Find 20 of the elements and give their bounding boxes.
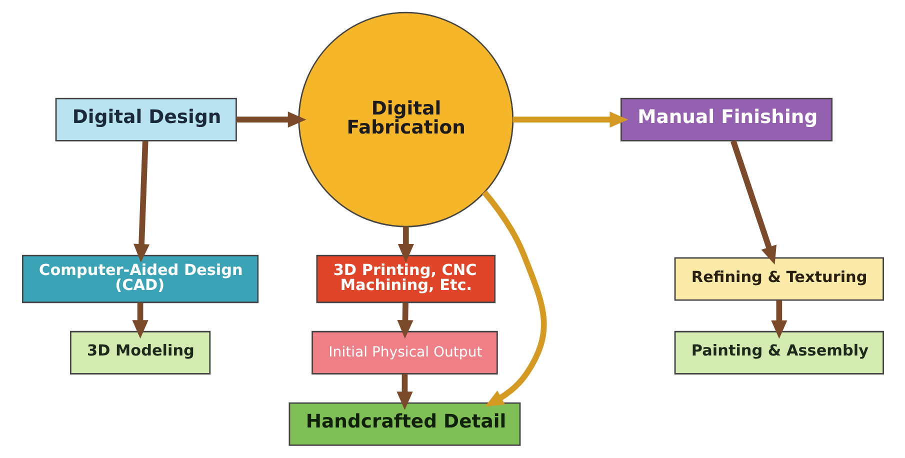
node-box: Initial Physical Output xyxy=(311,330,498,374)
arrow xyxy=(132,140,150,262)
node-box: Painting & Assembly xyxy=(674,330,884,374)
arrow xyxy=(770,300,787,339)
arrow xyxy=(396,374,412,410)
node-box: Computer-Aided Design (CAD) xyxy=(21,254,258,304)
arrow xyxy=(512,112,628,128)
arrow xyxy=(397,226,414,262)
node-box: 3D Modeling xyxy=(69,330,210,374)
node-circle: Digital Fabrication xyxy=(298,12,514,228)
arrow xyxy=(132,302,148,339)
node-box: Manual Finishing xyxy=(620,98,832,142)
node-box: Handcrafted Detail xyxy=(288,402,520,446)
node-box: Refining & Texturing xyxy=(674,257,884,301)
arrow xyxy=(236,112,306,128)
arrow xyxy=(730,140,776,265)
node-box: 3D Printing, CNC Machining, Etc. xyxy=(316,254,496,304)
arrow xyxy=(482,190,546,406)
node-box: Digital Design xyxy=(54,98,236,142)
arrow xyxy=(396,302,413,339)
